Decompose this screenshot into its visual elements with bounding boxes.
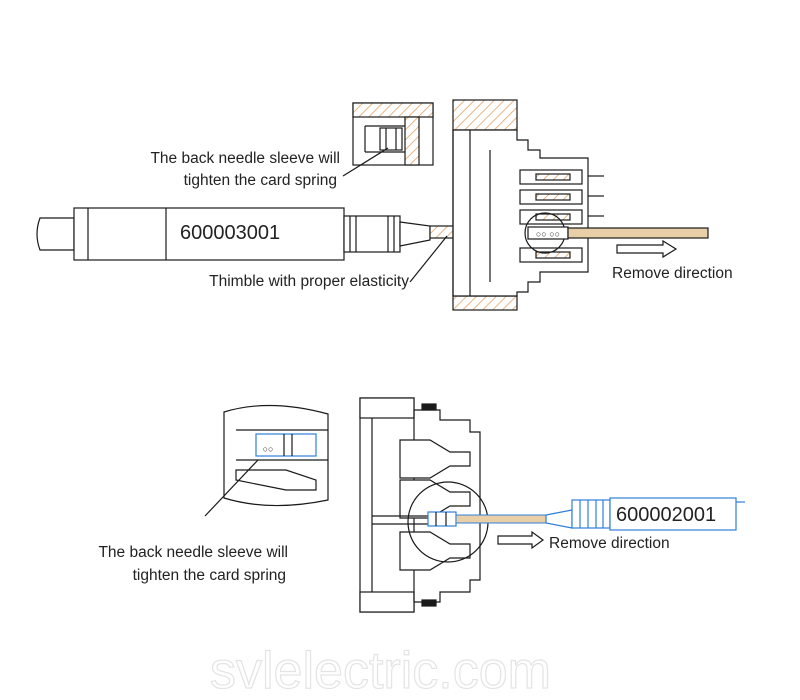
- top-sleeve-callout-line1: The back needle sleeve will: [150, 150, 340, 167]
- top-wire: [567, 227, 709, 239]
- bottom-direction-label: Remove direction: [549, 535, 670, 552]
- bottom-detail-inset: ○○: [223, 404, 329, 507]
- top-sleeve-leader: [342, 147, 389, 177]
- bottom-direction-arrow: [497, 530, 545, 550]
- top-thimble-callout: Thimble with proper elasticity: [209, 273, 409, 290]
- top-direction-label: Remove direction: [612, 265, 733, 282]
- bottom-sleeve-callout-line2: tighten the card spring: [133, 567, 286, 584]
- top-sleeve-callout-line2: tighten the card spring: [184, 172, 337, 189]
- svg-text:○○: ○○: [263, 444, 274, 454]
- bottom-sleeve-leader: [204, 459, 259, 517]
- top-connector-body: ○○ ○○: [452, 99, 604, 311]
- watermark-text: svlelectric.com: [210, 642, 551, 700]
- top-tool-part-number: 600003001: [180, 222, 280, 244]
- bottom-tool-part-number: 600002001: [616, 504, 716, 526]
- svg-text:○○ ○○: ○○ ○○: [536, 229, 560, 239]
- bottom-connector-housing: [359, 397, 489, 613]
- bottom-diagram: ○○: [204, 397, 745, 613]
- top-detail-inset: [352, 102, 434, 166]
- top-diagram: ○○ ○○: [36, 99, 709, 311]
- bottom-extraction-tool: [545, 497, 745, 531]
- bottom-sleeve-callout-line1: The back needle sleeve will: [98, 544, 288, 561]
- top-thimble-leader: [409, 235, 448, 283]
- top-direction-arrow: [616, 239, 678, 259]
